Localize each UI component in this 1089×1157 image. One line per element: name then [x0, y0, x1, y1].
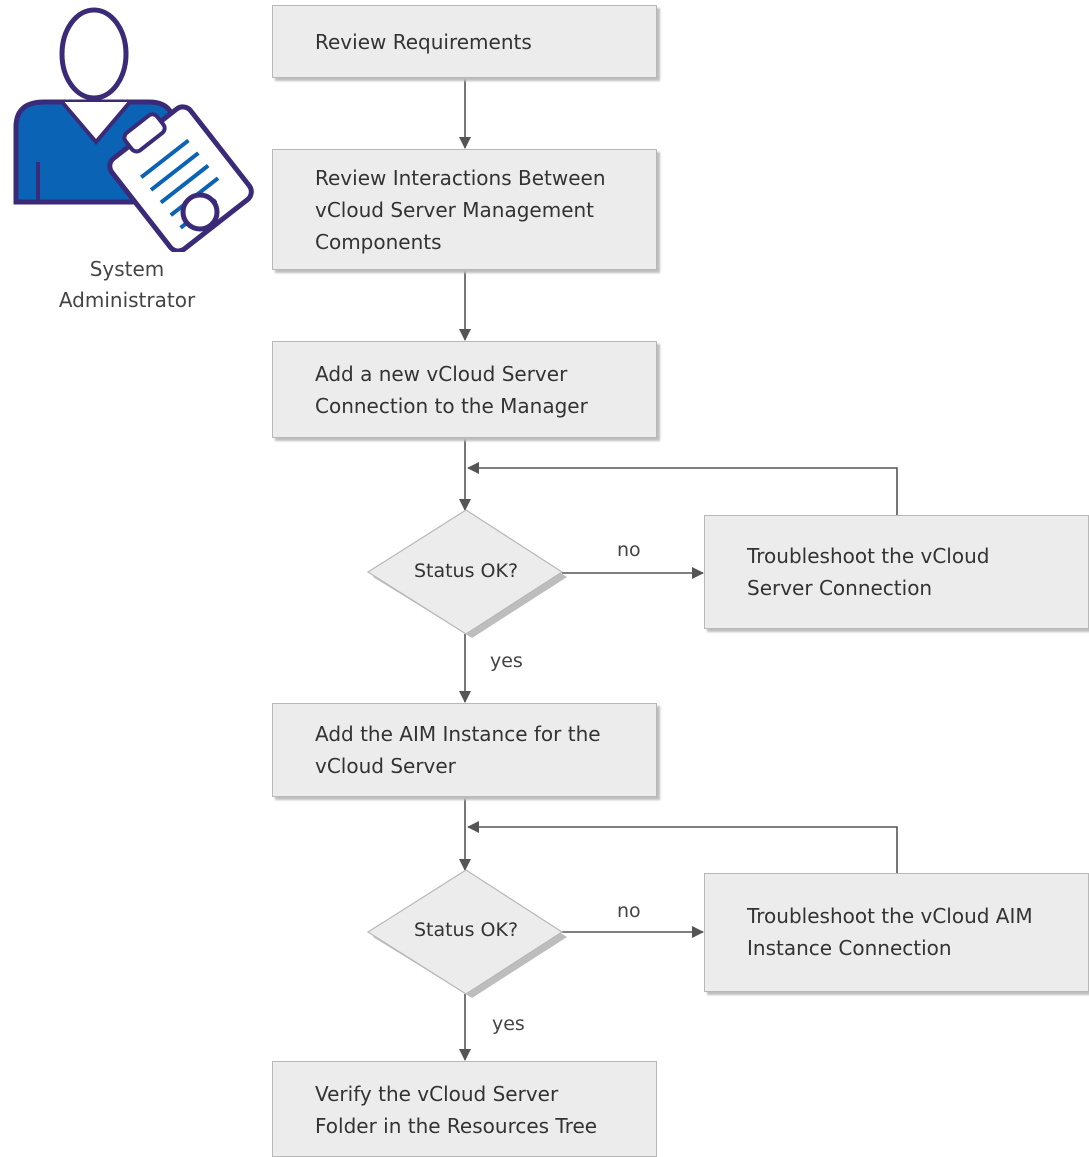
step-review-requirements: Review Requirements — [272, 5, 657, 78]
system-administrator-icon — [13, 7, 254, 252]
step-verify-server-folder-text: Verify the vCloud Server Folder in the R… — [315, 1082, 598, 1138]
decision-diamond-2 — [366, 869, 567, 998]
step-review-interactions-text: Review Interactions Between vCloud Serve… — [315, 166, 606, 254]
step-verify-server-folder: Verify the vCloud Server Folder in the R… — [272, 1061, 657, 1157]
decision-diamond-1 — [366, 509, 567, 638]
edge-label-yes-2: yes — [492, 1013, 525, 1035]
step-add-server-connection-text: Add a new vCloud Server Connection to th… — [315, 362, 588, 418]
step-troubleshoot-server-connection-text: Troubleshoot the vCloud Server Connectio… — [747, 544, 990, 600]
decision-1-label: Status OK? — [413, 560, 519, 582]
arrow-troubleshoot-aim-loop — [467, 821, 898, 873]
role-label: System Administrator — [20, 254, 234, 316]
edge-label-no-1: no — [617, 539, 641, 561]
step-review-interactions: Review Interactions Between vCloud Serve… — [272, 149, 657, 270]
step-add-aim-instance: Add the AIM Instance for the vCloud Serv… — [272, 703, 657, 797]
edge-label-yes-1: yes — [490, 650, 523, 672]
role-label-line2: Administrator — [58, 288, 196, 312]
step-add-aim-instance-text: Add the AIM Instance for the vCloud Serv… — [315, 722, 601, 778]
step-troubleshoot-aim-connection: Troubleshoot the vCloud AIM Instance Con… — [704, 873, 1089, 992]
arrow-troubleshoot-server-loop — [467, 462, 898, 515]
step-add-server-connection: Add a new vCloud Server Connection to th… — [272, 341, 657, 438]
step-troubleshoot-aim-connection-text: Troubleshoot the vCloud AIM Instance Con… — [747, 904, 1033, 960]
step-review-requirements-text: Review Requirements — [315, 30, 532, 54]
decision-2-label: Status OK? — [413, 919, 519, 941]
edge-label-no-2: no — [617, 900, 641, 922]
step-troubleshoot-server-connection: Troubleshoot the vCloud Server Connectio… — [704, 515, 1089, 629]
role-label-line1: System — [89, 257, 165, 281]
